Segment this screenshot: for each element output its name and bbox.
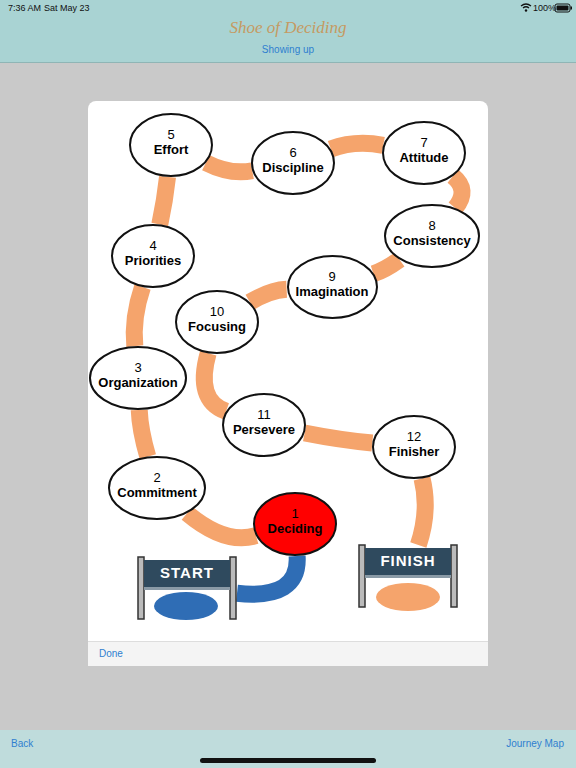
- step-circle: 12Finisher: [372, 415, 456, 479]
- road-segment: [204, 353, 226, 411]
- battery-level: 100%: [533, 3, 556, 13]
- step-name: Priorities: [111, 253, 195, 268]
- step-name: Organization: [89, 375, 187, 390]
- road-segment: [160, 177, 168, 225]
- screen-title: Shoe of Deciding: [0, 18, 576, 38]
- circle-outline: [288, 256, 377, 318]
- banner-sign: FINISH: [358, 545, 458, 607]
- step-number: 3: [89, 361, 187, 375]
- step-circle: 8Consistency: [384, 204, 480, 268]
- circle-outline: [254, 493, 336, 555]
- circle-outline: [176, 291, 258, 353]
- screen-subtitle: Showing up: [0, 44, 576, 55]
- circle-outline: [385, 205, 479, 267]
- step-name: Deciding: [253, 521, 337, 536]
- step-number: 6: [251, 146, 335, 160]
- journey-map-button: Journey Map: [506, 738, 564, 749]
- step-name: Discipline: [251, 160, 335, 175]
- circle-outline: [373, 416, 455, 478]
- circle-outline: [383, 122, 465, 184]
- step-circle: 10Focusing: [175, 290, 259, 354]
- step-number: 5: [129, 128, 213, 142]
- step-name: Imagination: [287, 284, 378, 299]
- road-segment: [305, 433, 373, 443]
- road-segment: [237, 556, 297, 594]
- step-name: Attitude: [382, 150, 466, 165]
- circle-outline: [130, 114, 212, 176]
- step-name: Focusing: [175, 319, 259, 334]
- step-circle: 3Organization: [89, 346, 187, 410]
- step-number: 10: [175, 305, 259, 319]
- status-date: Sat May 23: [44, 3, 90, 13]
- back-button: Back: [11, 738, 33, 749]
- step-number: 11: [222, 408, 306, 422]
- step-number: 7: [382, 136, 466, 150]
- step-circle: 11Persevere: [222, 393, 306, 457]
- step-circle: 1Deciding: [253, 492, 337, 556]
- step-name: Effort: [129, 142, 213, 157]
- circle-outline: [223, 394, 305, 456]
- road-segment: [187, 513, 256, 538]
- step-number: 4: [111, 239, 195, 253]
- road-segment: [206, 163, 252, 172]
- step-name: Persevere: [222, 422, 306, 437]
- step-circle: 4Priorities: [111, 224, 195, 288]
- step-number: 9: [287, 270, 378, 284]
- step-name: Commitment: [108, 485, 206, 500]
- step-circle: 9Imagination: [287, 255, 378, 319]
- done-button: Done: [99, 648, 123, 659]
- step-number: 1: [253, 507, 337, 521]
- banner-sign: START: [137, 557, 237, 619]
- road-segment: [373, 260, 399, 274]
- step-number: 2: [108, 471, 206, 485]
- circle-outline: [90, 347, 186, 409]
- road-segment: [139, 410, 148, 457]
- circle-outline: [252, 132, 334, 194]
- road-segment: [331, 143, 383, 149]
- step-circle: 2Commitment: [108, 456, 206, 520]
- status-time: 7:36 AM: [8, 3, 41, 13]
- road-segment: [134, 287, 142, 346]
- banner-text: FINISH: [358, 545, 458, 569]
- step-name: Finisher: [372, 444, 456, 459]
- step-circle: 6Discipline: [251, 131, 335, 195]
- step-number: 12: [372, 430, 456, 444]
- circle-outline: [109, 457, 205, 519]
- circle-outline: [112, 225, 194, 287]
- step-circle: 5Effort: [129, 113, 213, 177]
- road-segment: [250, 289, 287, 302]
- road-segment: [418, 478, 425, 545]
- step-name: Consistency: [384, 233, 480, 248]
- step-number: 8: [384, 219, 480, 233]
- banner-text: START: [137, 557, 237, 581]
- road-segment: [453, 176, 462, 208]
- step-circle: 7Attitude: [382, 121, 466, 185]
